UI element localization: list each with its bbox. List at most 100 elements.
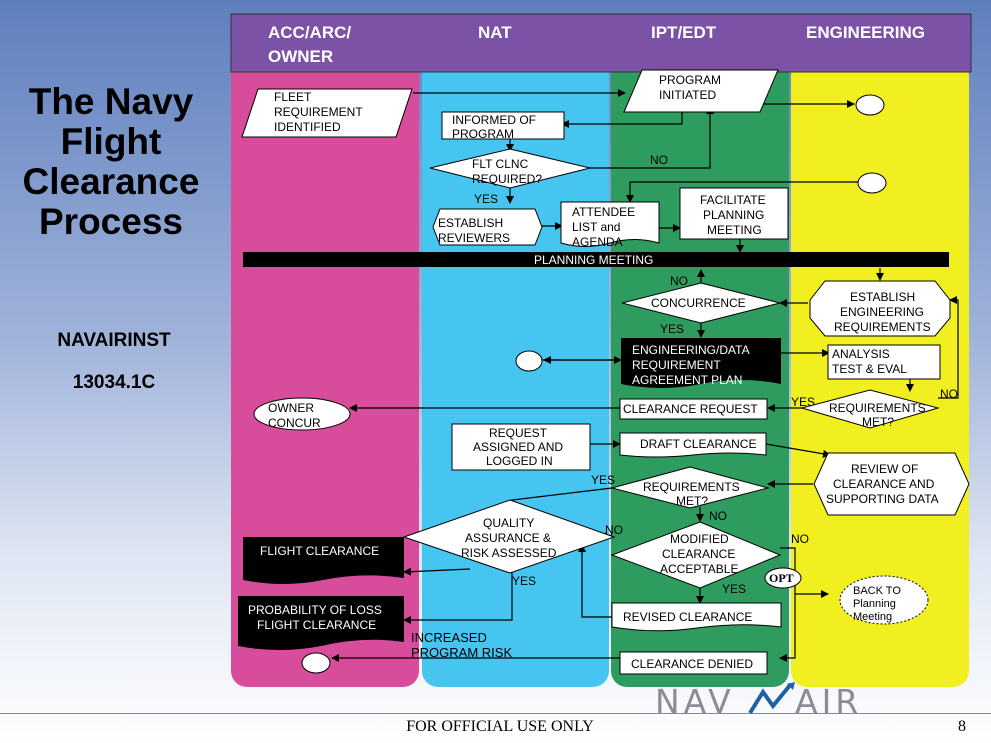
draft-clearance-box xyxy=(619,432,767,458)
attendee-line: LIST and xyxy=(572,220,620,234)
no-label: NO xyxy=(670,274,688,288)
opt-oval xyxy=(764,567,802,589)
connector xyxy=(626,181,858,203)
yes-label: YES xyxy=(722,582,746,596)
lane-owner xyxy=(231,60,419,687)
edra-line: REQUIREMENT xyxy=(632,358,721,372)
lane-header-bar xyxy=(230,13,972,73)
request-assigned-box xyxy=(451,423,591,471)
owner-concur-line: OWNER xyxy=(268,401,314,415)
prob-loss-line: FLIGHT CLEARANCE xyxy=(257,618,376,632)
qa-line: QUALITY xyxy=(483,516,534,530)
analysis-line: TEST & EVAL xyxy=(832,362,907,376)
establish-reviewers-line: REVIEWERS xyxy=(438,231,510,245)
requirements-met-decision xyxy=(800,389,940,429)
clearance-denied-label: CLEARANCE DENIED xyxy=(631,657,753,671)
planning-meeting-bar xyxy=(243,252,949,267)
revised-clearance-box xyxy=(611,602,782,632)
connector xyxy=(779,547,796,662)
footer-classification: FOR OFFICIAL USE ONLY xyxy=(406,718,594,735)
revised-clearance-label: REVISED CLEARANCE xyxy=(623,610,752,624)
no-label: NO xyxy=(605,523,623,537)
request-assigned-line: LOGGED IN xyxy=(486,454,553,468)
lane-header-ipt: IPT/EDT xyxy=(651,23,717,42)
qa-line: ASSURANCE & xyxy=(465,531,551,545)
flt-clnc-line: FLT CLNC xyxy=(472,157,529,171)
increased-risk-line: INCREASED xyxy=(411,630,487,645)
modified-line: CLEARANCE xyxy=(662,547,735,561)
lane-header-owner-2: OWNER xyxy=(268,47,333,66)
analysis-box xyxy=(827,344,941,380)
review-line: CLEARANCE AND xyxy=(833,477,935,491)
footer-divider xyxy=(0,713,991,714)
program-initiated-line: INITIATED xyxy=(659,88,716,102)
logo-text-left: NAV xyxy=(655,682,735,718)
fleet-requirement-line: FLEET xyxy=(274,90,312,104)
fleet-requirement-line: IDENTIFIED xyxy=(274,120,341,134)
attendee-line: AGENDA xyxy=(572,235,623,249)
title-line: Process xyxy=(39,201,183,242)
connector xyxy=(403,567,471,576)
connector xyxy=(581,548,612,618)
navair-logo: NAV AIR xyxy=(655,682,862,718)
requirements-met-decision-2 xyxy=(610,466,770,509)
informed-line: PROGRAM xyxy=(452,127,514,141)
qa-line: RISK ASSESSED xyxy=(461,546,557,560)
informed-of-program-box xyxy=(441,111,565,140)
concurrence-label: CONCURRENCE xyxy=(651,296,746,310)
attendee-list-box xyxy=(560,201,660,247)
no-label: NO xyxy=(650,153,668,167)
review-clearance-box xyxy=(813,452,970,516)
req-met-2-line: MET? xyxy=(676,494,708,508)
review-line: SUPPORTING DATA xyxy=(826,492,939,506)
request-assigned-line: ASSIGNED AND xyxy=(473,440,563,454)
terminal-oval xyxy=(301,652,331,674)
back-to-line: Meeting xyxy=(853,611,892,623)
request-assigned-line: REQUEST xyxy=(489,426,548,440)
slide-title: The Navy Flight Clearance Process xyxy=(0,82,222,242)
clearance-request-label: CLEARANCE REQUEST xyxy=(623,402,758,416)
edra-document xyxy=(621,338,781,388)
program-initiated-box xyxy=(623,69,779,113)
terminal-oval xyxy=(855,94,885,116)
connector xyxy=(590,106,714,169)
flt-clnc-line: REQUIRED? xyxy=(472,172,542,186)
planning-meeting-label: PLANNING MEETING xyxy=(534,253,653,267)
logo-mark xyxy=(748,682,793,715)
establish-eng-line: REQUIREMENTS xyxy=(834,320,931,334)
connector xyxy=(765,443,831,458)
attendee-line: ATTENDEE xyxy=(572,205,635,219)
facilitate-box xyxy=(679,187,789,240)
back-to-line: Planning xyxy=(853,598,896,610)
concurrence-decision xyxy=(621,282,781,324)
back-to-line: BACK TO xyxy=(853,585,901,597)
owner-concur-line: CONCUR xyxy=(268,416,321,430)
opt-label: OPT xyxy=(769,571,794,585)
analysis-line: ANALYSIS xyxy=(832,347,890,361)
connector xyxy=(561,112,683,128)
no-label: NO xyxy=(709,509,727,523)
title-line: The Navy xyxy=(28,81,194,122)
increased-risk-line: PROGRAM RISK xyxy=(411,645,512,660)
req-met-line: REQUIREMENTS xyxy=(829,401,926,415)
establish-engineering-box xyxy=(809,280,951,337)
flt-clnc-decision xyxy=(429,148,591,189)
quality-assurance-decision xyxy=(402,499,616,574)
program-initiated-line: PROGRAM xyxy=(659,73,721,87)
logo-text-right: AIR xyxy=(795,682,862,718)
draft-clearance-label: DRAFT CLEARANCE xyxy=(640,437,756,451)
req-met-2-line: REQUIREMENTS xyxy=(643,480,740,494)
fleet-requirement-line: REQUIREMENT xyxy=(274,105,363,119)
connector xyxy=(938,296,959,399)
yes-label: YES xyxy=(512,574,536,588)
connector xyxy=(403,572,513,624)
prob-loss-line: PROBABILITY OF LOSS xyxy=(248,603,382,617)
establish-reviewers-box xyxy=(432,208,543,246)
no-label: NO xyxy=(940,387,958,401)
req-met-line: MET? xyxy=(862,415,894,429)
establish-reviewers-line: ESTABLISH xyxy=(438,216,503,230)
terminal-oval xyxy=(515,350,543,372)
clearance-denied-box xyxy=(619,651,768,675)
review-line: REVIEW OF xyxy=(851,462,918,476)
informed-line: INFORMED OF xyxy=(452,113,536,127)
